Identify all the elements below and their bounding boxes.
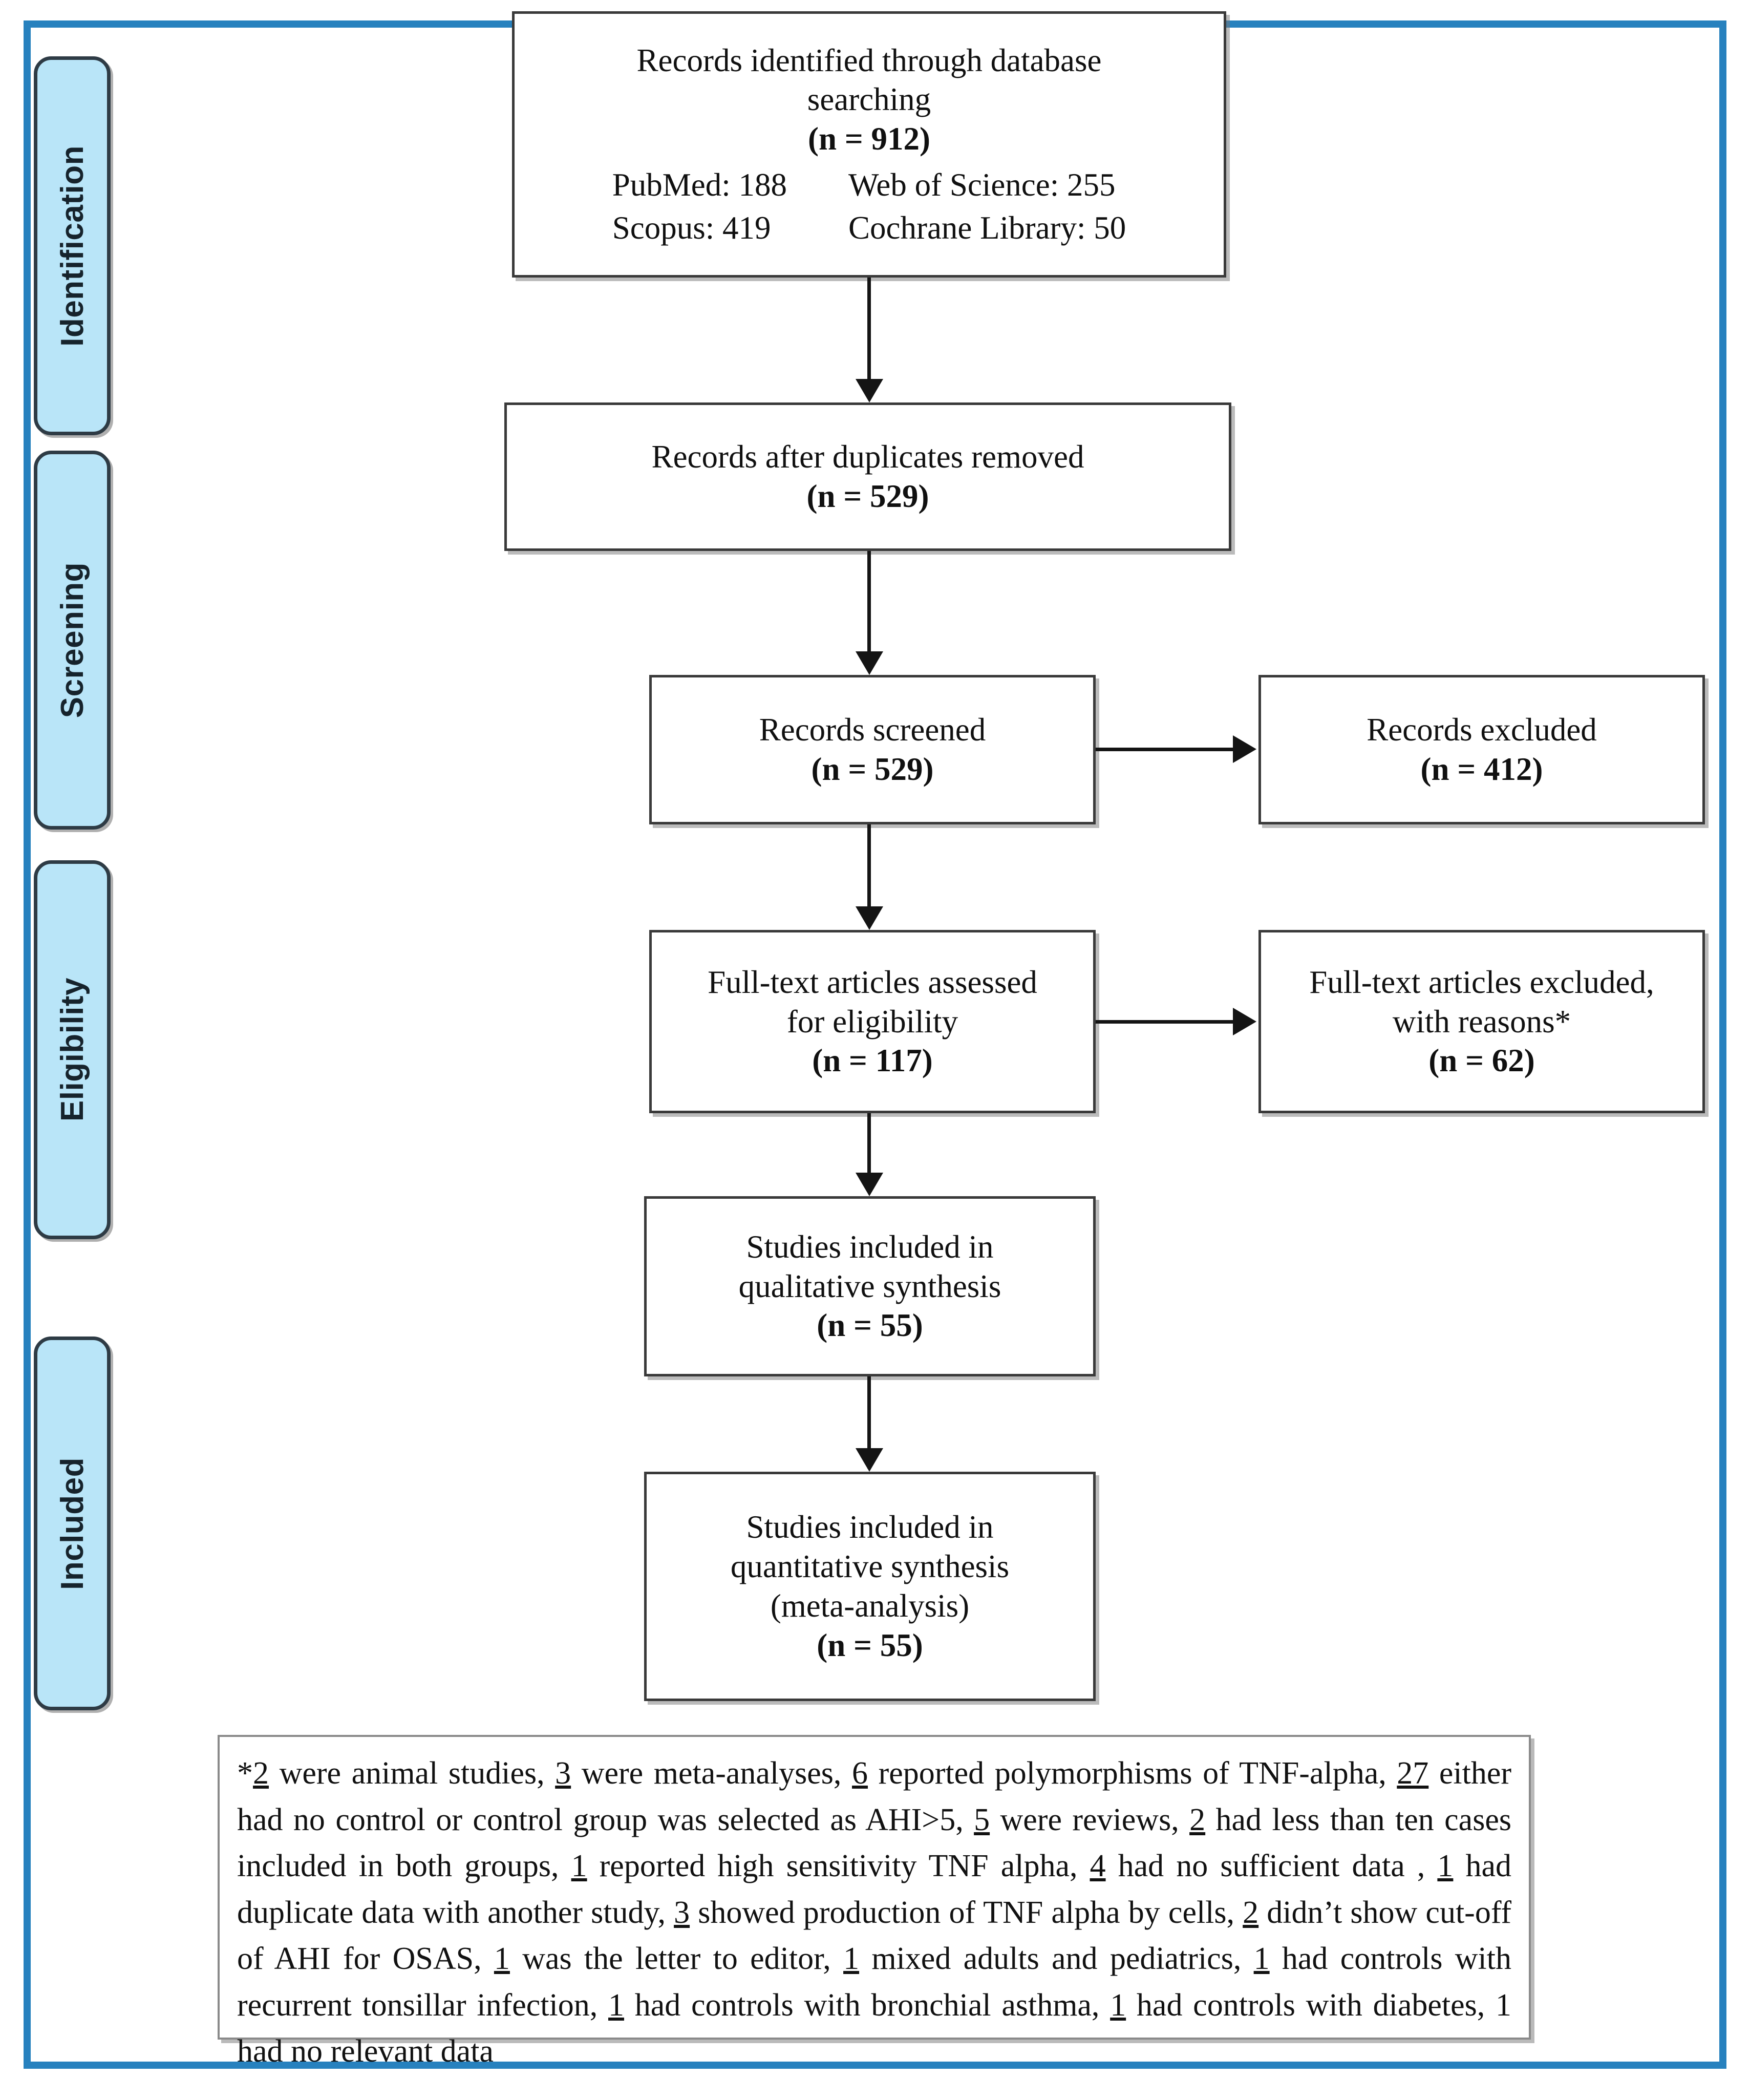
footnote-reason-count: 1 [1253, 1941, 1270, 1977]
duplicates-removed-line1: Records after duplicates removed [651, 439, 1084, 475]
footnote-reason-text: were animal studies, [269, 1756, 556, 1791]
footnote-reason-text: had controls with bronchial asthma, [624, 1987, 1111, 2023]
footnote-reason-count: 6 [852, 1756, 868, 1791]
stage-badge-identification: Identification [34, 56, 111, 435]
connector-identified-to-duplicates [867, 278, 871, 395]
footnote-reason-text: had no relevant data [237, 2034, 494, 2069]
footnote-reason-count: 5 [974, 1802, 990, 1837]
exclusion-reasons-text: *2 were animal studies, 3 were meta-anal… [237, 1756, 1511, 2069]
connector-qualitative-to-quantitative [867, 1376, 871, 1469]
footnote-reason-text: showed production of TNF alpha by cells, [690, 1895, 1243, 1930]
quantitative-line3: (meta-analysis) [770, 1588, 970, 1624]
fulltext-excluded-line1: Full-text articles excluded, [1309, 964, 1654, 1000]
box-quantitative-synthesis: Studies included in quantitative synthes… [644, 1472, 1096, 1701]
stage-label-screening: Screening [54, 562, 90, 718]
footnote-reason-count: 27 [1397, 1756, 1429, 1791]
duplicates-removed-count: (n = 529) [806, 478, 929, 514]
footnote-reason-text: were reviews, [990, 1802, 1190, 1837]
db-web-of-science: Web of Science: 255 [848, 167, 1116, 203]
box-fulltext-excluded: Full-text articles excluded, with reason… [1258, 930, 1705, 1113]
records-identified-line1: Records identified through database [636, 42, 1102, 78]
arrow-screened-to-fulltext [856, 906, 883, 930]
connector-duplicates-to-screened [867, 551, 871, 669]
stage-badge-included: Included [34, 1337, 111, 1710]
records-excluded-count: (n = 412) [1420, 751, 1543, 787]
footnote-reason-text: didn’t show cut-off of AHI for OSAS, [237, 1895, 1511, 1977]
footnote-reason-count: 1 [843, 1941, 860, 1977]
footnote-reason-text: had duplicate data with another study, [237, 1849, 1511, 1930]
arrow-duplicates-to-screened [856, 651, 883, 675]
footnote-reason-count: 1 [494, 1941, 510, 1977]
box-qualitative-synthesis: Studies included in qualitative synthesi… [644, 1196, 1096, 1376]
records-identified-line2: searching [807, 81, 931, 118]
footnote-reason-text: mixed adults and pediatrics, [859, 1941, 1254, 1977]
qualitative-line1: Studies included in [746, 1228, 994, 1265]
quantitative-count: (n = 55) [817, 1627, 923, 1663]
fulltext-assessed-line2: for eligibility [786, 1003, 958, 1040]
footnote-marker: * [237, 1756, 253, 1791]
footnote-reason-text: was the letter to editor, [509, 1941, 844, 1977]
connector-fulltext-to-fulltext-excluded [1096, 1020, 1236, 1024]
stage-label-included: Included [54, 1457, 90, 1590]
box-records-identified: Records identified through database sear… [512, 11, 1226, 278]
footnote-reason-text: reported polymorphisms of TNF-alpha, [868, 1756, 1397, 1791]
qualitative-line2: qualitative synthesis [738, 1268, 1001, 1304]
footnote-reason-count: 1 [1110, 1987, 1126, 2023]
footnote-reason-count: 1 [608, 1987, 624, 2023]
arrow-fulltext-to-fulltext-excluded [1233, 1008, 1256, 1035]
footnote-reason-count: 4 [1090, 1849, 1106, 1884]
footnote-reason-text: had controls with diabetes, [1126, 1987, 1496, 2023]
exclusion-reasons-footnote: *2 were animal studies, 3 were meta-anal… [218, 1735, 1531, 2069]
records-screened-line1: Records screened [759, 712, 986, 748]
footnote-reason-text: either had no control or control group w… [237, 1756, 1511, 1837]
arrow-fulltext-to-qualitative [856, 1173, 883, 1196]
quantitative-line1: Studies included in [746, 1509, 994, 1545]
box-records-after-duplicates: Records after duplicates removed (n = 52… [504, 402, 1231, 551]
stage-badge-eligibility: Eligibility [34, 860, 111, 1239]
footnote-reason-count: 2 [1189, 1802, 1206, 1837]
footnote-reason-count: 1 [1496, 1987, 1512, 2023]
footnote-reason-text: had less than ten cases included in both… [237, 1802, 1511, 1884]
db-scopus: Scopus: 419 [612, 210, 771, 246]
qualitative-count: (n = 55) [817, 1307, 923, 1344]
records-excluded-line1: Records excluded [1367, 712, 1597, 748]
fulltext-excluded-line2: with reasons* [1392, 1003, 1571, 1040]
db-cochrane-library: Cochrane Library: 50 [848, 210, 1126, 246]
footnote-reason-text: had controls with recurrent tonsillar in… [237, 1941, 1511, 2023]
footnote-reason-text: reported high sensitivity TNF alpha, [587, 1849, 1090, 1884]
database-counts-grid: PubMed: 188 Web of Science: 255 Scopus: … [612, 165, 1126, 248]
quantitative-line2: quantitative synthesis [730, 1549, 1010, 1585]
box-records-excluded: Records excluded (n = 412) [1258, 675, 1705, 824]
box-records-screened: Records screened (n = 529) [649, 675, 1096, 824]
footnote-reason-count: 1 [1437, 1849, 1454, 1884]
connector-fulltext-to-qualitative [867, 1113, 871, 1193]
footnote-reason-text: had no sufficient data , [1105, 1849, 1438, 1884]
records-screened-count: (n = 529) [811, 751, 934, 787]
connector-screened-to-excluded [1096, 748, 1236, 751]
stage-label-identification: Identification [54, 145, 90, 347]
fulltext-assessed-count: (n = 117) [812, 1043, 933, 1079]
arrow-qualitative-to-quantitative [856, 1448, 883, 1472]
fulltext-assessed-line1: Full-text articles assessed [708, 964, 1037, 1000]
db-pubmed: PubMed: 188 [612, 167, 787, 203]
connector-screened-to-fulltext [867, 824, 871, 924]
arrow-identified-to-duplicates [856, 379, 883, 402]
fulltext-excluded-count: (n = 62) [1428, 1043, 1535, 1079]
stage-label-eligibility: Eligibility [54, 978, 90, 1122]
arrow-screened-to-excluded [1233, 735, 1256, 763]
footnote-reason-count: 2 [253, 1756, 269, 1791]
footnote-reason-count: 3 [674, 1895, 690, 1930]
footnote-reason-text: were meta-analyses, [571, 1756, 852, 1791]
box-fulltext-assessed: Full-text articles assessed for eligibil… [649, 930, 1096, 1113]
footnote-reason-count: 2 [1243, 1895, 1259, 1930]
footnote-reason-count: 3 [555, 1756, 571, 1791]
stage-badge-screening: Screening [34, 451, 111, 830]
records-identified-count: (n = 912) [808, 121, 930, 157]
footnote-reason-count: 1 [571, 1849, 587, 1884]
